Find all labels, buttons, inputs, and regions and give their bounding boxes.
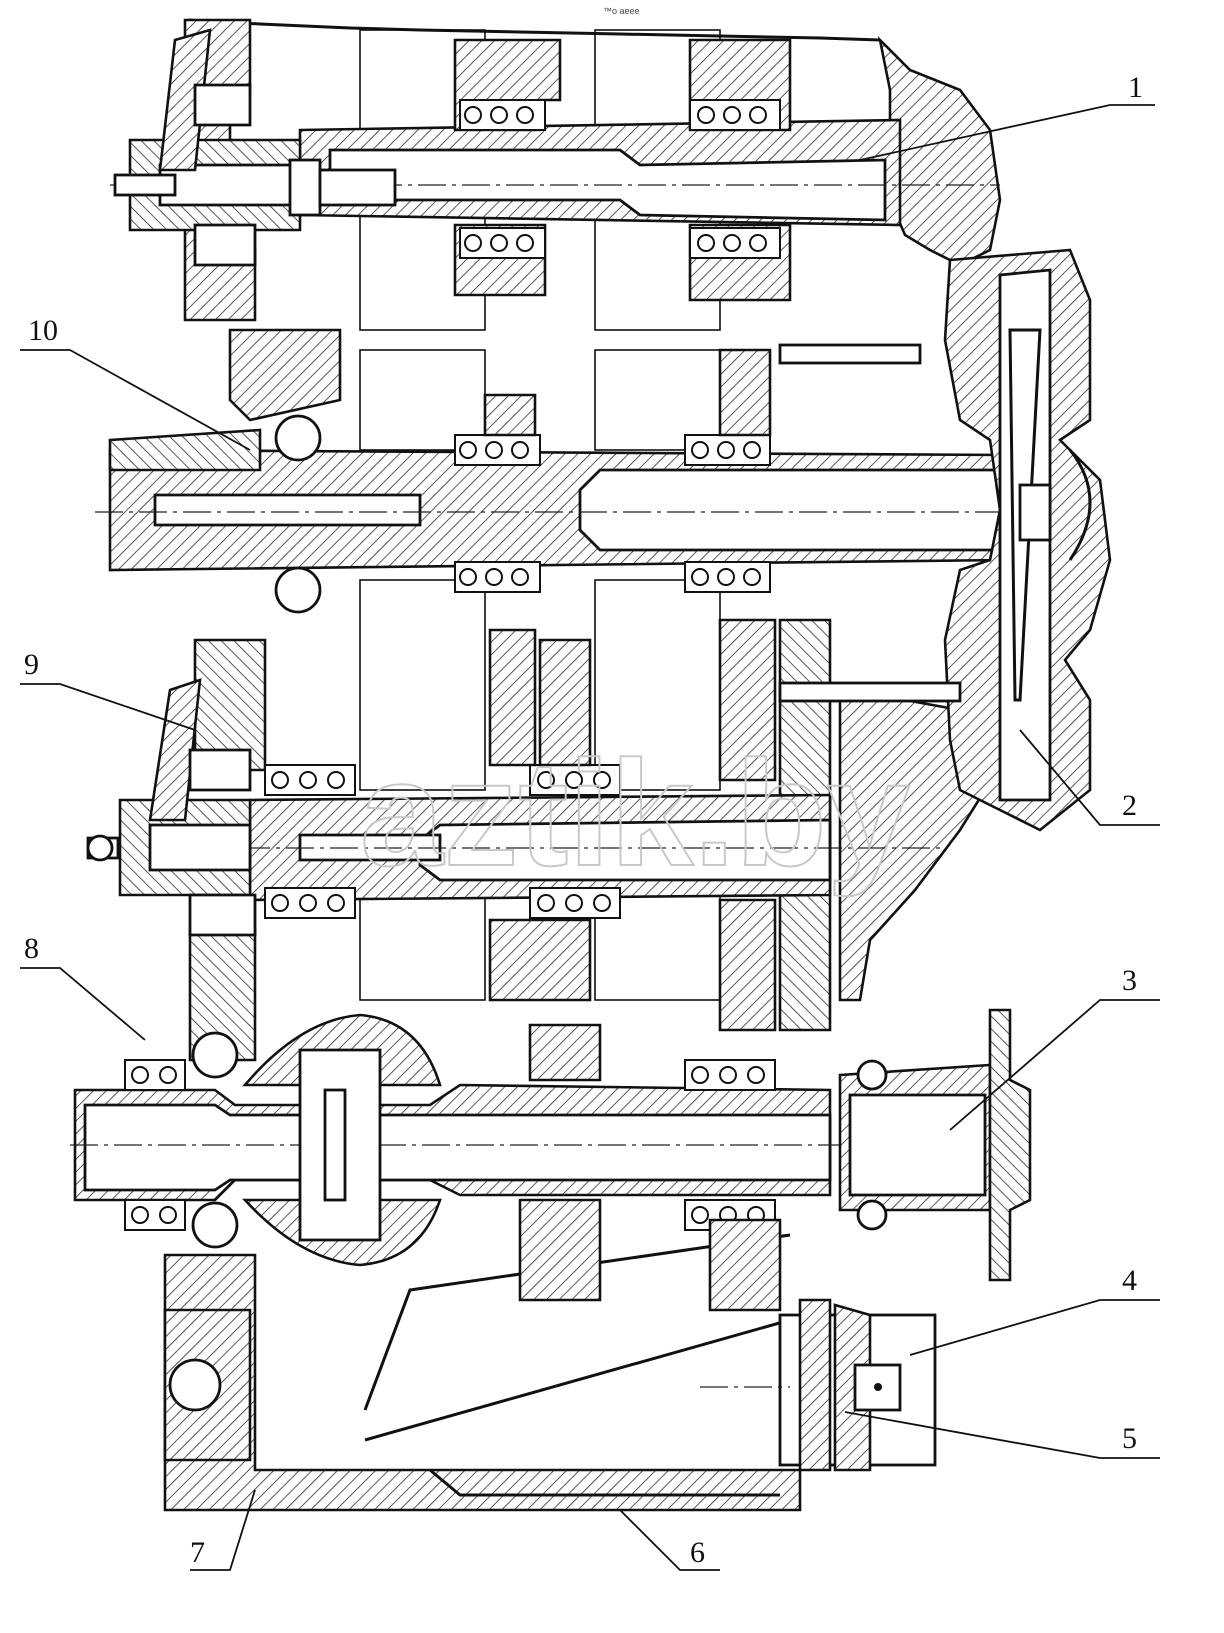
shaft-1-assembly [110,28,1000,302]
callout-label-7: 7 [190,1536,205,1569]
callout-label-1: 1 [1128,71,1143,104]
shaft-3-assembly [70,1008,1032,1412]
shaft-10-assembly [95,348,1060,614]
callout-label-8: 8 [24,932,39,965]
callout-7: 7 [190,1489,256,1571]
shaft-9-assembly [86,618,940,1032]
callout-label-3: 3 [1122,964,1137,997]
callout-2: 2 [1019,729,1160,826]
callout-label-4: 4 [1122,1264,1137,1297]
pulley-2-assembly [778,248,1112,832]
callout-5: 5 [844,1411,1160,1459]
callout-6: 6 [619,1509,720,1571]
callout-10: 10 [20,314,251,451]
callout-label-9: 9 [24,648,39,681]
callout-label-6: 6 [690,1536,705,1569]
callout-1: 1 [859,71,1155,161]
callout-label-5: 5 [1122,1422,1137,1455]
watermark: aztik.by [360,729,910,897]
callout-label-2: 2 [1122,789,1137,822]
callout-3: 3 [949,964,1160,1131]
callout-9: 9 [20,648,196,731]
pump-4-assembly [700,1298,937,1472]
callout-4: 4 [909,1264,1160,1356]
callout-label-10: 10 [28,314,58,347]
callout-8: 8 [20,932,146,1041]
top-mark: ™o aeee [603,6,640,16]
